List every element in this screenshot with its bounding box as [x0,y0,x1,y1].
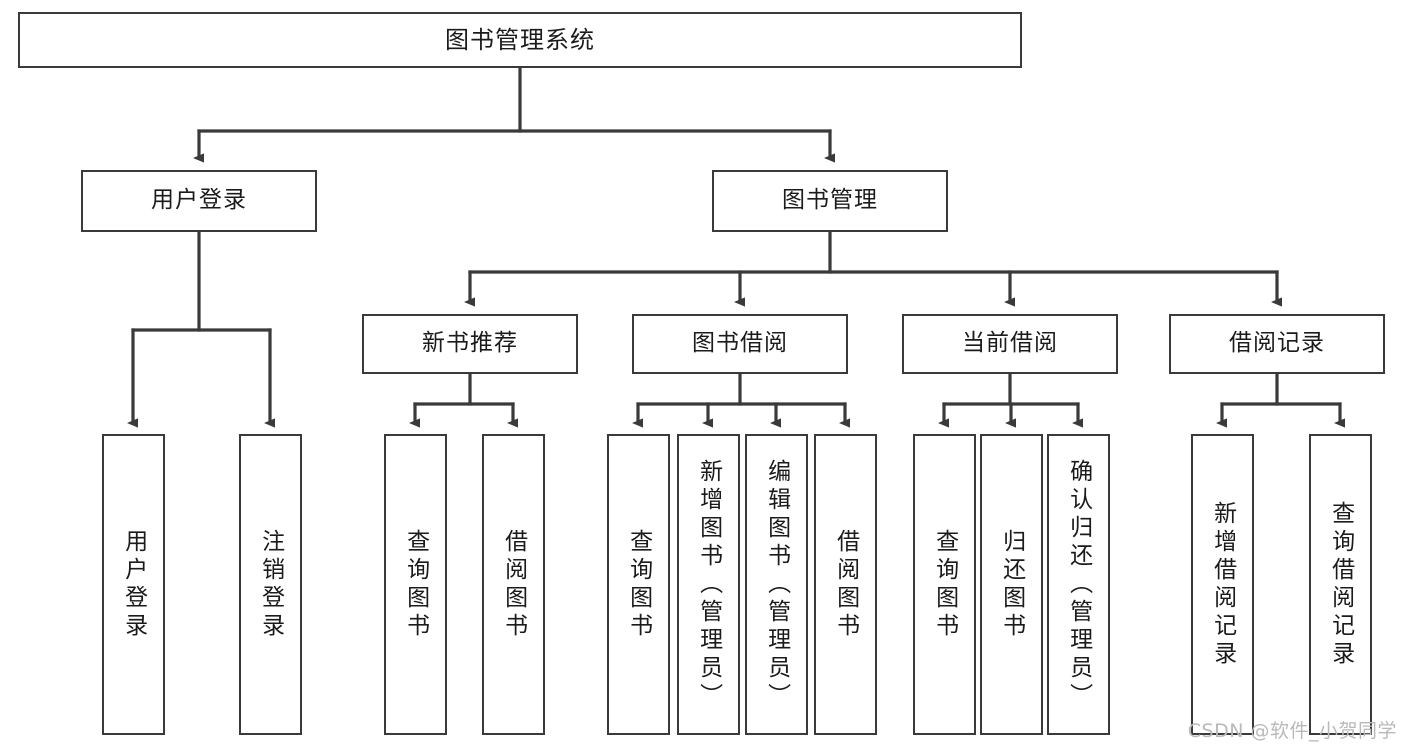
node-label: 图书管理系统 [445,25,595,54]
leaf-edit-book[interactable]: 编辑图书（管理员） [745,434,808,735]
node-label: 借阅图书 [832,528,859,641]
node-book-manage[interactable]: 图书管理 [712,170,948,232]
node-label: 图书借阅 [692,330,788,357]
node-label: 新增图书（管理员） [695,458,722,711]
node-label: 新增借阅记录 [1209,500,1236,669]
leaf-borrow-book-2[interactable]: 借阅图书 [814,434,877,735]
leaf-borrow-book-1[interactable]: 借阅图书 [482,434,545,735]
node-label: 注销登录 [257,528,284,641]
leaf-user-login[interactable]: 用户登录 [102,434,165,735]
node-current-borrow[interactable]: 当前借阅 [902,314,1118,374]
node-label: 查询图书 [625,528,652,641]
leaf-logout[interactable]: 注销登录 [239,434,302,735]
node-label: 编辑图书（管理员） [763,458,790,711]
node-label: 图书管理 [782,187,878,214]
leaf-add-book[interactable]: 新增图书（管理员） [677,434,740,735]
leaf-query-record[interactable]: 查询借阅记录 [1309,434,1372,735]
leaf-query-book-2[interactable]: 查询图书 [607,434,670,735]
node-label: 新书推荐 [422,330,518,357]
node-book-borrow[interactable]: 图书借阅 [632,314,848,374]
node-user-login[interactable]: 用户登录 [81,170,317,232]
node-borrow-record[interactable]: 借阅记录 [1169,314,1385,374]
node-label: 借阅图书 [500,528,527,641]
node-label: 查询图书 [402,528,429,641]
node-label: 确认归还（管理员） [1065,458,1092,711]
leaf-query-book-1[interactable]: 查询图书 [384,434,447,735]
node-label: 查询图书 [931,528,958,641]
leaf-add-record[interactable]: 新增借阅记录 [1191,434,1254,735]
leaf-confirm-return[interactable]: 确认归还（管理员） [1047,434,1110,735]
node-label: 借阅记录 [1229,330,1325,357]
node-new-book-rec[interactable]: 新书推荐 [362,314,578,374]
node-label: 归还图书 [998,528,1025,641]
node-root-图书管理系统[interactable]: 图书管理系统 [18,12,1022,68]
node-label: 用户登录 [120,528,147,641]
node-label: 用户登录 [151,187,247,214]
node-label: 当前借阅 [962,330,1058,357]
csdn-watermark: CSDN @软件_小贺同学 [1187,720,1397,742]
leaf-return-book[interactable]: 归还图书 [980,434,1043,735]
node-label: 查询借阅记录 [1327,500,1354,669]
leaf-query-book-3[interactable]: 查询图书 [913,434,976,735]
